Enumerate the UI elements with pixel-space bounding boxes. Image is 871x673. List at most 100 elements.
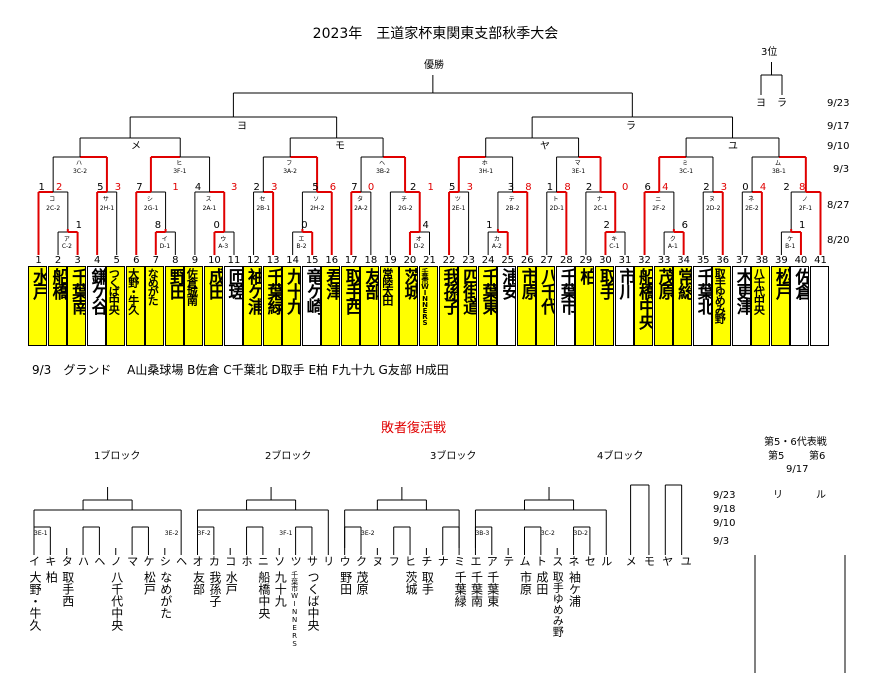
rep-team-name: 千葉南 — [469, 571, 484, 607]
rep-code: ネ — [568, 555, 580, 568]
rep-date-3: 9/10 — [713, 518, 736, 529]
rep-sub-label: 3D-2 — [573, 530, 588, 537]
rep-team-name: 茨城 — [404, 571, 419, 595]
team-box: 千葉北 — [692, 266, 712, 346]
r2-sub: 2C-2 — [46, 205, 61, 212]
team-box: 袖ケ浦 — [243, 266, 263, 346]
rep-team-name: 柏 — [44, 571, 59, 583]
team-box: 木更津 — [731, 266, 751, 346]
rep-code: ホ — [241, 555, 253, 568]
team-number: 29 — [579, 255, 593, 266]
team-name: 九十九 — [283, 268, 302, 313]
r1-code: イ — [161, 236, 168, 243]
team-number: 4 — [93, 255, 101, 266]
team-number: 2 — [54, 255, 62, 266]
r2-code: ト — [552, 196, 559, 203]
team-box: 千葉緑 — [262, 266, 282, 346]
r2-code: ヌ — [708, 196, 715, 203]
score-r1: 1 — [486, 220, 493, 231]
score: 1 — [546, 182, 554, 193]
team-box: なめがた — [145, 266, 165, 346]
rep-code: キ — [45, 555, 57, 568]
rep-team-name: 野田 — [338, 571, 353, 595]
r2-sub: 2D-1 — [549, 205, 564, 212]
score: 2 — [783, 182, 790, 193]
rep-team-name: 船橋中央 — [256, 571, 271, 619]
r3-sub: 3F-1 — [173, 168, 187, 175]
team-number: 32 — [638, 255, 651, 266]
team-name: 取手 — [595, 268, 614, 298]
r2-sub: 2F-2 — [652, 205, 666, 212]
team-number: 19 — [384, 255, 397, 266]
team-number: 15 — [305, 255, 319, 266]
rep-final-code: ユ — [680, 555, 692, 568]
rep-final-date: 9/17 — [786, 464, 809, 475]
team-number: 16 — [325, 255, 339, 266]
score-r1: 6 — [681, 220, 689, 231]
r3-code: フ — [286, 160, 293, 167]
team-number: 17 — [344, 255, 358, 266]
score: 0 — [367, 182, 375, 193]
rep-code: セ — [584, 555, 596, 568]
team-box: 取手ゆめみ野 — [712, 266, 732, 346]
team-name: 竜ケ崎 — [302, 268, 321, 313]
r1-sub: C-2 — [61, 243, 72, 250]
rep-code: ニ — [257, 555, 269, 568]
rep-sub-label: 3E-2 — [164, 530, 179, 537]
team-name: 八千代 — [537, 268, 556, 313]
team-number: 38 — [755, 255, 769, 266]
team-box: 千葉市WINNERS — [419, 266, 438, 346]
rep-team-name: 松戸 — [142, 571, 157, 595]
rep-date-4: 9/3 — [713, 536, 730, 547]
score: 8 — [798, 182, 806, 193]
team-box: 千葉東 — [477, 266, 497, 346]
team-number: 39 — [775, 255, 788, 266]
team-number: 40 — [794, 255, 808, 266]
r1-sub: D-2 — [413, 243, 425, 250]
block-label-2: 2ブロック — [265, 451, 312, 462]
score: 4 — [662, 182, 669, 193]
quarter-label-4: ユ — [728, 141, 738, 152]
team-box: 取手 — [594, 266, 614, 346]
r3-code: ハ — [76, 160, 83, 167]
team-name: 水戸 — [29, 268, 47, 298]
rep-sub-label: 3B-3 — [475, 530, 490, 537]
r1-sub: B-1 — [785, 243, 796, 250]
rep-team-name: 取手 — [420, 571, 435, 595]
rep-code: ミ — [454, 555, 466, 568]
team-name: 大野・牛久 — [126, 268, 140, 313]
score: 3 — [466, 182, 473, 193]
team-name: 柏 — [576, 268, 595, 283]
block-label-3: 3ブロック — [430, 451, 477, 462]
team-name: なめがた — [146, 268, 160, 304]
team-name: 千葉東 — [478, 268, 497, 313]
team-number: 22 — [442, 255, 456, 266]
rep-team-name: 千葉緑 — [453, 571, 468, 607]
date-6: 8/20 — [827, 235, 850, 246]
team-box: 千葉市 — [555, 266, 575, 346]
team-name: 市原 — [517, 268, 536, 298]
team-name: 船橋 — [48, 268, 67, 298]
team-number: 33 — [657, 255, 671, 266]
team-number: 7 — [152, 255, 159, 266]
team-box — [810, 266, 829, 346]
rep-final-title: 第5・6代表戦 — [764, 437, 827, 448]
date-1: 9/23 — [827, 98, 850, 109]
rep-code: リ — [323, 555, 335, 568]
rep-team-name: 袖ケ浦 — [567, 571, 582, 607]
team-number: 6 — [133, 255, 140, 266]
score: 4 — [759, 182, 767, 193]
r1-code: エ — [298, 236, 305, 243]
team-number: 3 — [74, 255, 81, 266]
score-r1: 1 — [75, 220, 82, 231]
rep-team-name: つくば中央 — [305, 571, 320, 631]
rep-team-name: 千葉東 — [485, 571, 500, 607]
rep-code: ケ — [143, 555, 155, 568]
rep-team-name: 千葉市WINNERS — [290, 571, 299, 648]
rep-sub-label: 3E-1 — [34, 530, 48, 537]
score: 2 — [409, 182, 417, 193]
r2-sub: 2G-2 — [398, 205, 413, 212]
team-number: 34 — [677, 255, 690, 266]
team-name: 君津 — [322, 268, 341, 298]
